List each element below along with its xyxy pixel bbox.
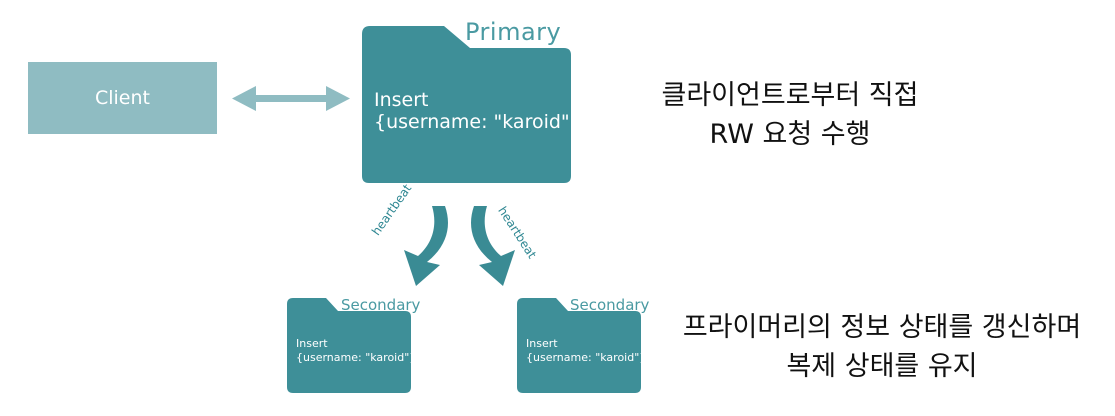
primary-insert-label: Insert	[374, 89, 429, 111]
secondary-left-insert-label: Insert	[296, 337, 328, 350]
primary-document-text: {username: "karoid"}	[374, 111, 582, 133]
secondary-right-document-text: {username: "karoid"}	[526, 351, 647, 364]
secondary-left-title: Secondary	[341, 296, 421, 314]
bidirectional-arrow	[232, 86, 350, 111]
secondary-right-title: Secondary	[570, 296, 650, 314]
secondary-folder-right	[517, 298, 641, 393]
primary-folder	[362, 26, 571, 183]
client-box: Client	[28, 62, 217, 134]
heartbeat-arrow-right	[471, 206, 515, 286]
secondary-note-line2: 복제 상태를 유지	[786, 351, 978, 382]
secondary-left-document-text: {username: "karoid"}	[296, 351, 417, 364]
client-label: Client	[94, 87, 150, 109]
secondary-note-line1: 프라이머리의 정보 상태를 갱신하며	[682, 312, 1082, 343]
primary-note-line1: 클라이언트로부터 직접	[661, 80, 919, 111]
secondary-right-insert-label: Insert	[526, 337, 558, 350]
secondary-folder-left	[287, 298, 411, 393]
primary-title: Primary	[465, 18, 562, 46]
heartbeat-arrow-left	[404, 206, 448, 286]
primary-note-line2: RW 요청 수행	[709, 119, 871, 150]
